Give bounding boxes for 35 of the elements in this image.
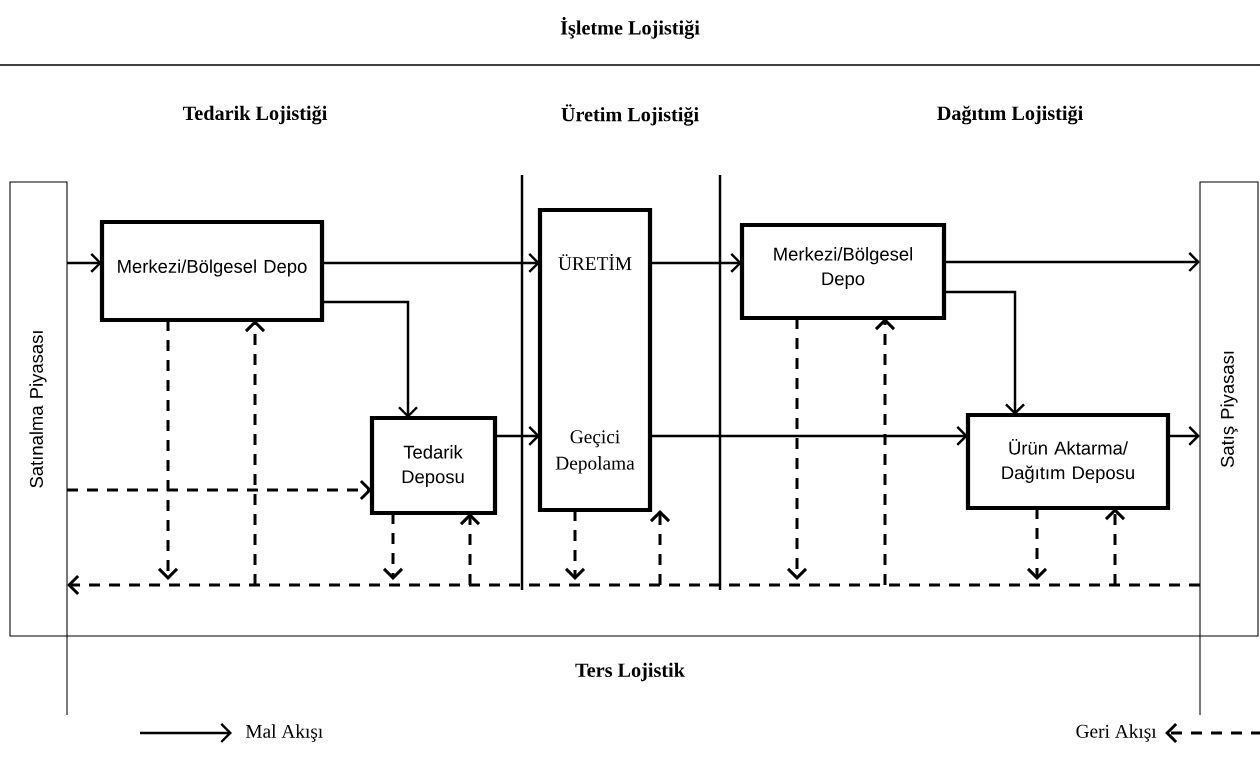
dashed-arrow bbox=[157, 320, 179, 580]
arrow bbox=[944, 252, 1200, 272]
column-heading: Üretim Lojistiği bbox=[561, 104, 699, 126]
dashed-arrow bbox=[67, 479, 372, 501]
heading: İşletme Lojistiği bbox=[560, 17, 700, 39]
arrow bbox=[650, 426, 968, 446]
dashed-arrow bbox=[874, 318, 896, 585]
production-box: ÜRETİM Geçici Depolama bbox=[537, 207, 653, 513]
market-band: Satınalma Piyasası bbox=[9, 181, 68, 637]
dashed-arrow bbox=[649, 510, 671, 585]
arrow bbox=[322, 300, 418, 418]
dashed-arrow bbox=[564, 510, 586, 580]
dashed-arrow bbox=[459, 513, 481, 585]
legend-entry: Mal Akışı bbox=[140, 723, 323, 743]
arrow bbox=[322, 253, 540, 273]
dashed-arrow bbox=[786, 318, 808, 580]
column-heading: Dağıtım Lojistiği bbox=[937, 105, 1083, 125]
dashed-arrow bbox=[244, 320, 266, 585]
dashed-arrow bbox=[1104, 508, 1126, 585]
arrow bbox=[67, 253, 102, 273]
warehouse-box: Merkezi/Bölgesel Depo bbox=[739, 222, 947, 321]
column-heading: Tedarik Lojistiği bbox=[183, 105, 328, 125]
arrow bbox=[944, 290, 1025, 415]
arrow bbox=[650, 253, 742, 273]
market-band: Satış Piyasası bbox=[1199, 181, 1259, 637]
warehouse-box: Tedarik Deposu bbox=[369, 415, 498, 516]
dashed-arrow bbox=[67, 574, 1200, 596]
warehouse-box: Merkezi/Bölgesel Depo bbox=[99, 219, 325, 323]
warehouse-box: Ürün Aktarma/ Dağıtım Deposu bbox=[965, 412, 1171, 511]
dashed-arrow bbox=[1026, 508, 1048, 580]
legend-entry: Geri Akışı bbox=[1076, 722, 1260, 744]
section-heading: Ters Lojistik bbox=[575, 662, 685, 682]
arrow bbox=[1168, 426, 1200, 446]
arrow bbox=[495, 426, 540, 446]
dashed-arrow bbox=[382, 513, 404, 580]
